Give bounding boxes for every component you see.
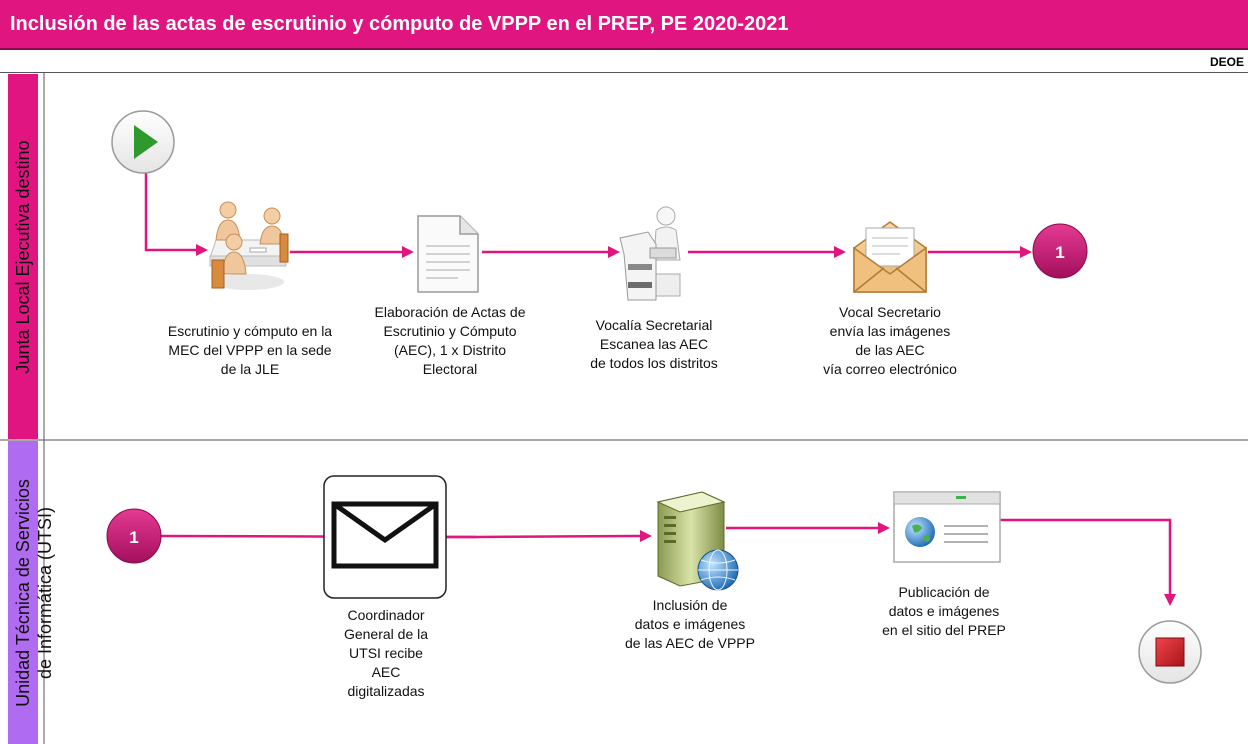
owner-label: DEOE <box>1209 55 1244 69</box>
server-globe-icon <box>656 491 739 591</box>
connector-out-number: 1 <box>1055 243 1064 262</box>
server-label: Inclusión de datos e imágenes de las AEC… <box>625 597 755 651</box>
lane2-flow-lines <box>159 518 1172 596</box>
stop-end-icon <box>1155 637 1185 667</box>
envelope-label: Coordinador General de la UTSI recibe AE… <box>343 607 429 699</box>
title-bar: Inclusión de las actas de escrutinio y c… <box>0 0 1248 50</box>
document-label: Elaboración de Actas de Escrutinio y Cóm… <box>374 304 526 377</box>
lane2-arrowheads <box>640 522 1176 606</box>
lane1-header-bg <box>8 74 38 439</box>
diagram-title: Inclusión de las actas de escrutinio y c… <box>10 13 789 35</box>
play-start-icon <box>134 125 158 159</box>
web-label: Publicación de datos e imágenes en el si… <box>882 584 1006 638</box>
document-icon <box>417 215 479 293</box>
scanner-label: Vocalía Secretarial Escanea las AEC de t… <box>590 317 718 371</box>
end-event <box>1138 620 1202 684</box>
lane1-label: Junta Local Ejecutiva destino <box>13 139 33 374</box>
lane1-arrowheads <box>196 244 1032 258</box>
envelope-icon <box>323 475 447 599</box>
email-label: Vocal Secretario envía las imágenes de l… <box>823 304 957 377</box>
lane1-flow-lines <box>144 172 1024 254</box>
open-envelope-icon <box>853 221 927 293</box>
owner-bar: DEOE <box>0 52 1248 73</box>
meeting-people-icon <box>209 201 289 290</box>
meeting-label: Escrutinio y cómputo en la MEC del VPPP … <box>167 323 333 377</box>
connector-in: 1 <box>106 508 162 564</box>
scanner-operator-icon <box>619 206 681 301</box>
lane1-header: Junta Local Ejecutiva destino <box>8 74 38 439</box>
connector-in-number: 1 <box>129 528 138 547</box>
lane2-header-bg <box>8 441 38 744</box>
connector-out: 1 <box>1032 223 1088 279</box>
start-event <box>111 110 175 174</box>
web-page-icon <box>893 491 1001 563</box>
